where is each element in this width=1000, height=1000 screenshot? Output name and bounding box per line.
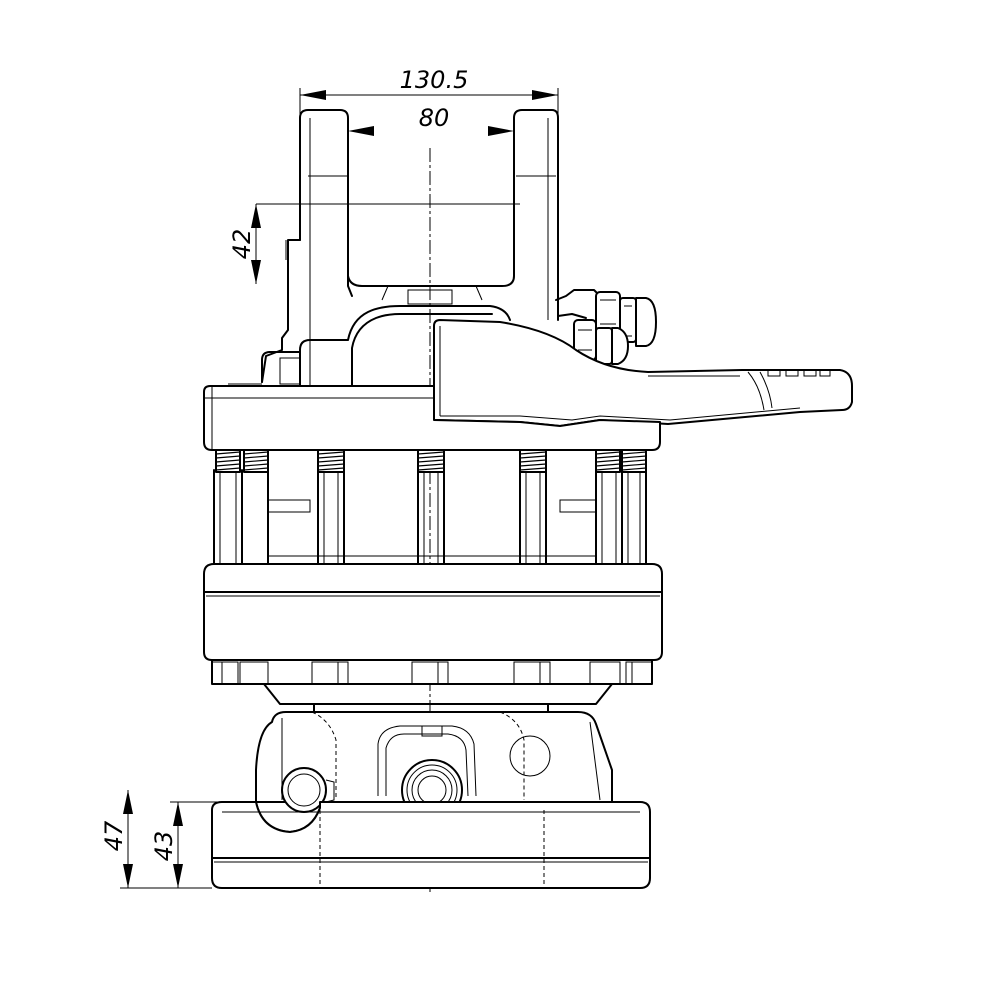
dimension-42: 42 [228,203,520,284]
lower-nuts [211,659,653,685]
clevis-bracket [228,109,559,387]
dimension-47-label: 47 [100,820,128,851]
stud-threads [215,449,647,473]
dimension-43-label: 43 [150,831,178,862]
dimension-47: 47 [100,790,212,889]
dimension-43: 43 [150,801,256,888]
dimension-130-5: 130.5 [299,66,559,118]
dimension-130-5-label: 130.5 [400,66,469,94]
dimension-42-label: 42 [228,229,256,260]
base-flange [211,801,651,889]
rotator-arm [433,319,853,427]
lower-housing [255,711,613,833]
dimension-80: 80 [348,104,514,136]
hose-fittings [555,289,657,365]
upper-flange [203,385,661,451]
neck [263,683,613,713]
bolt-studs [213,449,647,565]
dimension-80-label: 80 [419,104,450,132]
middle-housing [203,563,663,661]
